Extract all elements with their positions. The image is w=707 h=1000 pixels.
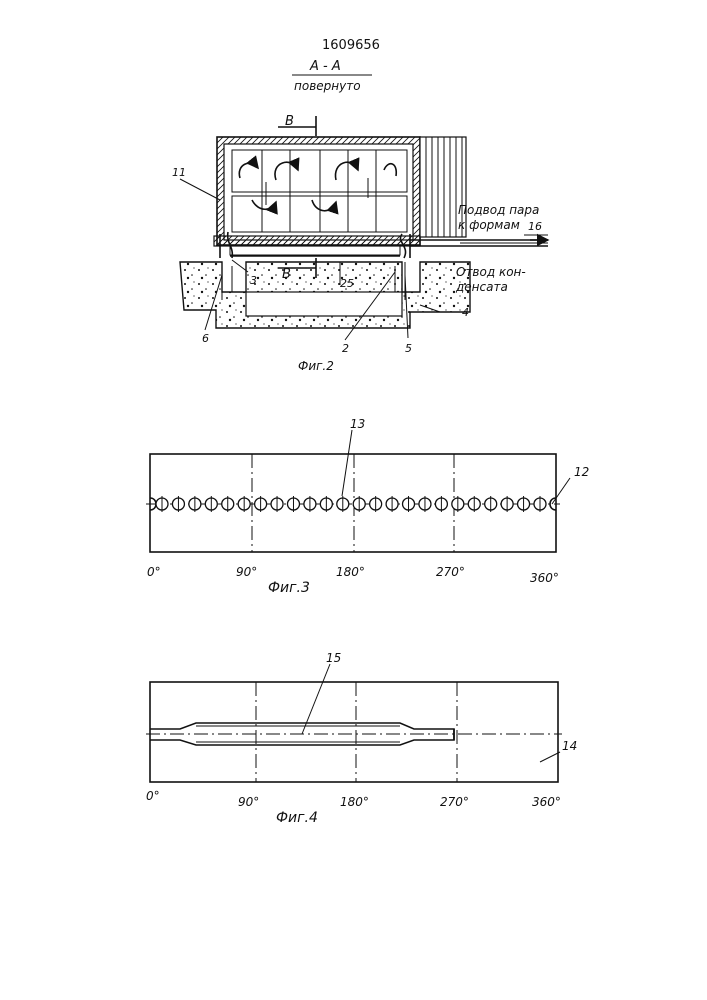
fig3-tick-270: 270° [436, 565, 465, 579]
fig4-tick-180: 180° [340, 795, 369, 809]
callout-15: 15 [326, 651, 341, 665]
steam-supply-line2: к формам [458, 218, 520, 232]
callout-3: 3 [250, 274, 257, 287]
steam-supply-line1: Подвод пара [458, 203, 539, 217]
foundation [180, 262, 470, 328]
callout-2: 2 [342, 342, 349, 355]
fig4-caption: Фиг.4 [276, 810, 318, 826]
callout-5: 5 [405, 342, 412, 355]
fig4-tick-0: 0° [146, 789, 160, 803]
base-rail [214, 232, 420, 258]
fig3-tick-360: 360° [530, 571, 559, 585]
fig2-caption: Фиг.2 [298, 359, 334, 373]
section-label: A - A [309, 59, 341, 74]
patent-number: 1609656 [322, 38, 380, 53]
callout-25: 25 [340, 277, 354, 290]
fig3-drawing [146, 430, 570, 552]
callout-6: 6 [202, 332, 209, 345]
fig4-tick-90: 90° [238, 795, 259, 809]
fig3-tick-0: 0° [147, 565, 161, 579]
condensate-line2: денсата [455, 280, 508, 294]
fig3-caption: Фиг.3 [268, 580, 310, 596]
fig4-frame [150, 682, 558, 782]
callout-16: 16 [528, 220, 542, 233]
callout-13: 13 [350, 417, 365, 431]
fig3-tick-180: 180° [336, 565, 365, 579]
fig4-drawing [146, 664, 562, 782]
callout-12: 12 [574, 465, 589, 479]
fig4-tick-270: 270° [440, 795, 469, 809]
condensate-line1: Отвод кон- [456, 265, 526, 279]
callout-4: 4 [462, 306, 469, 319]
steam-pipes [410, 240, 548, 246]
fig4-tick-360: 360° [532, 795, 561, 809]
fig3-tick-90: 90° [236, 565, 257, 579]
callout-14: 14 [562, 739, 577, 753]
callout-11: 11 [172, 166, 186, 179]
section-note: повернуто [294, 79, 361, 93]
